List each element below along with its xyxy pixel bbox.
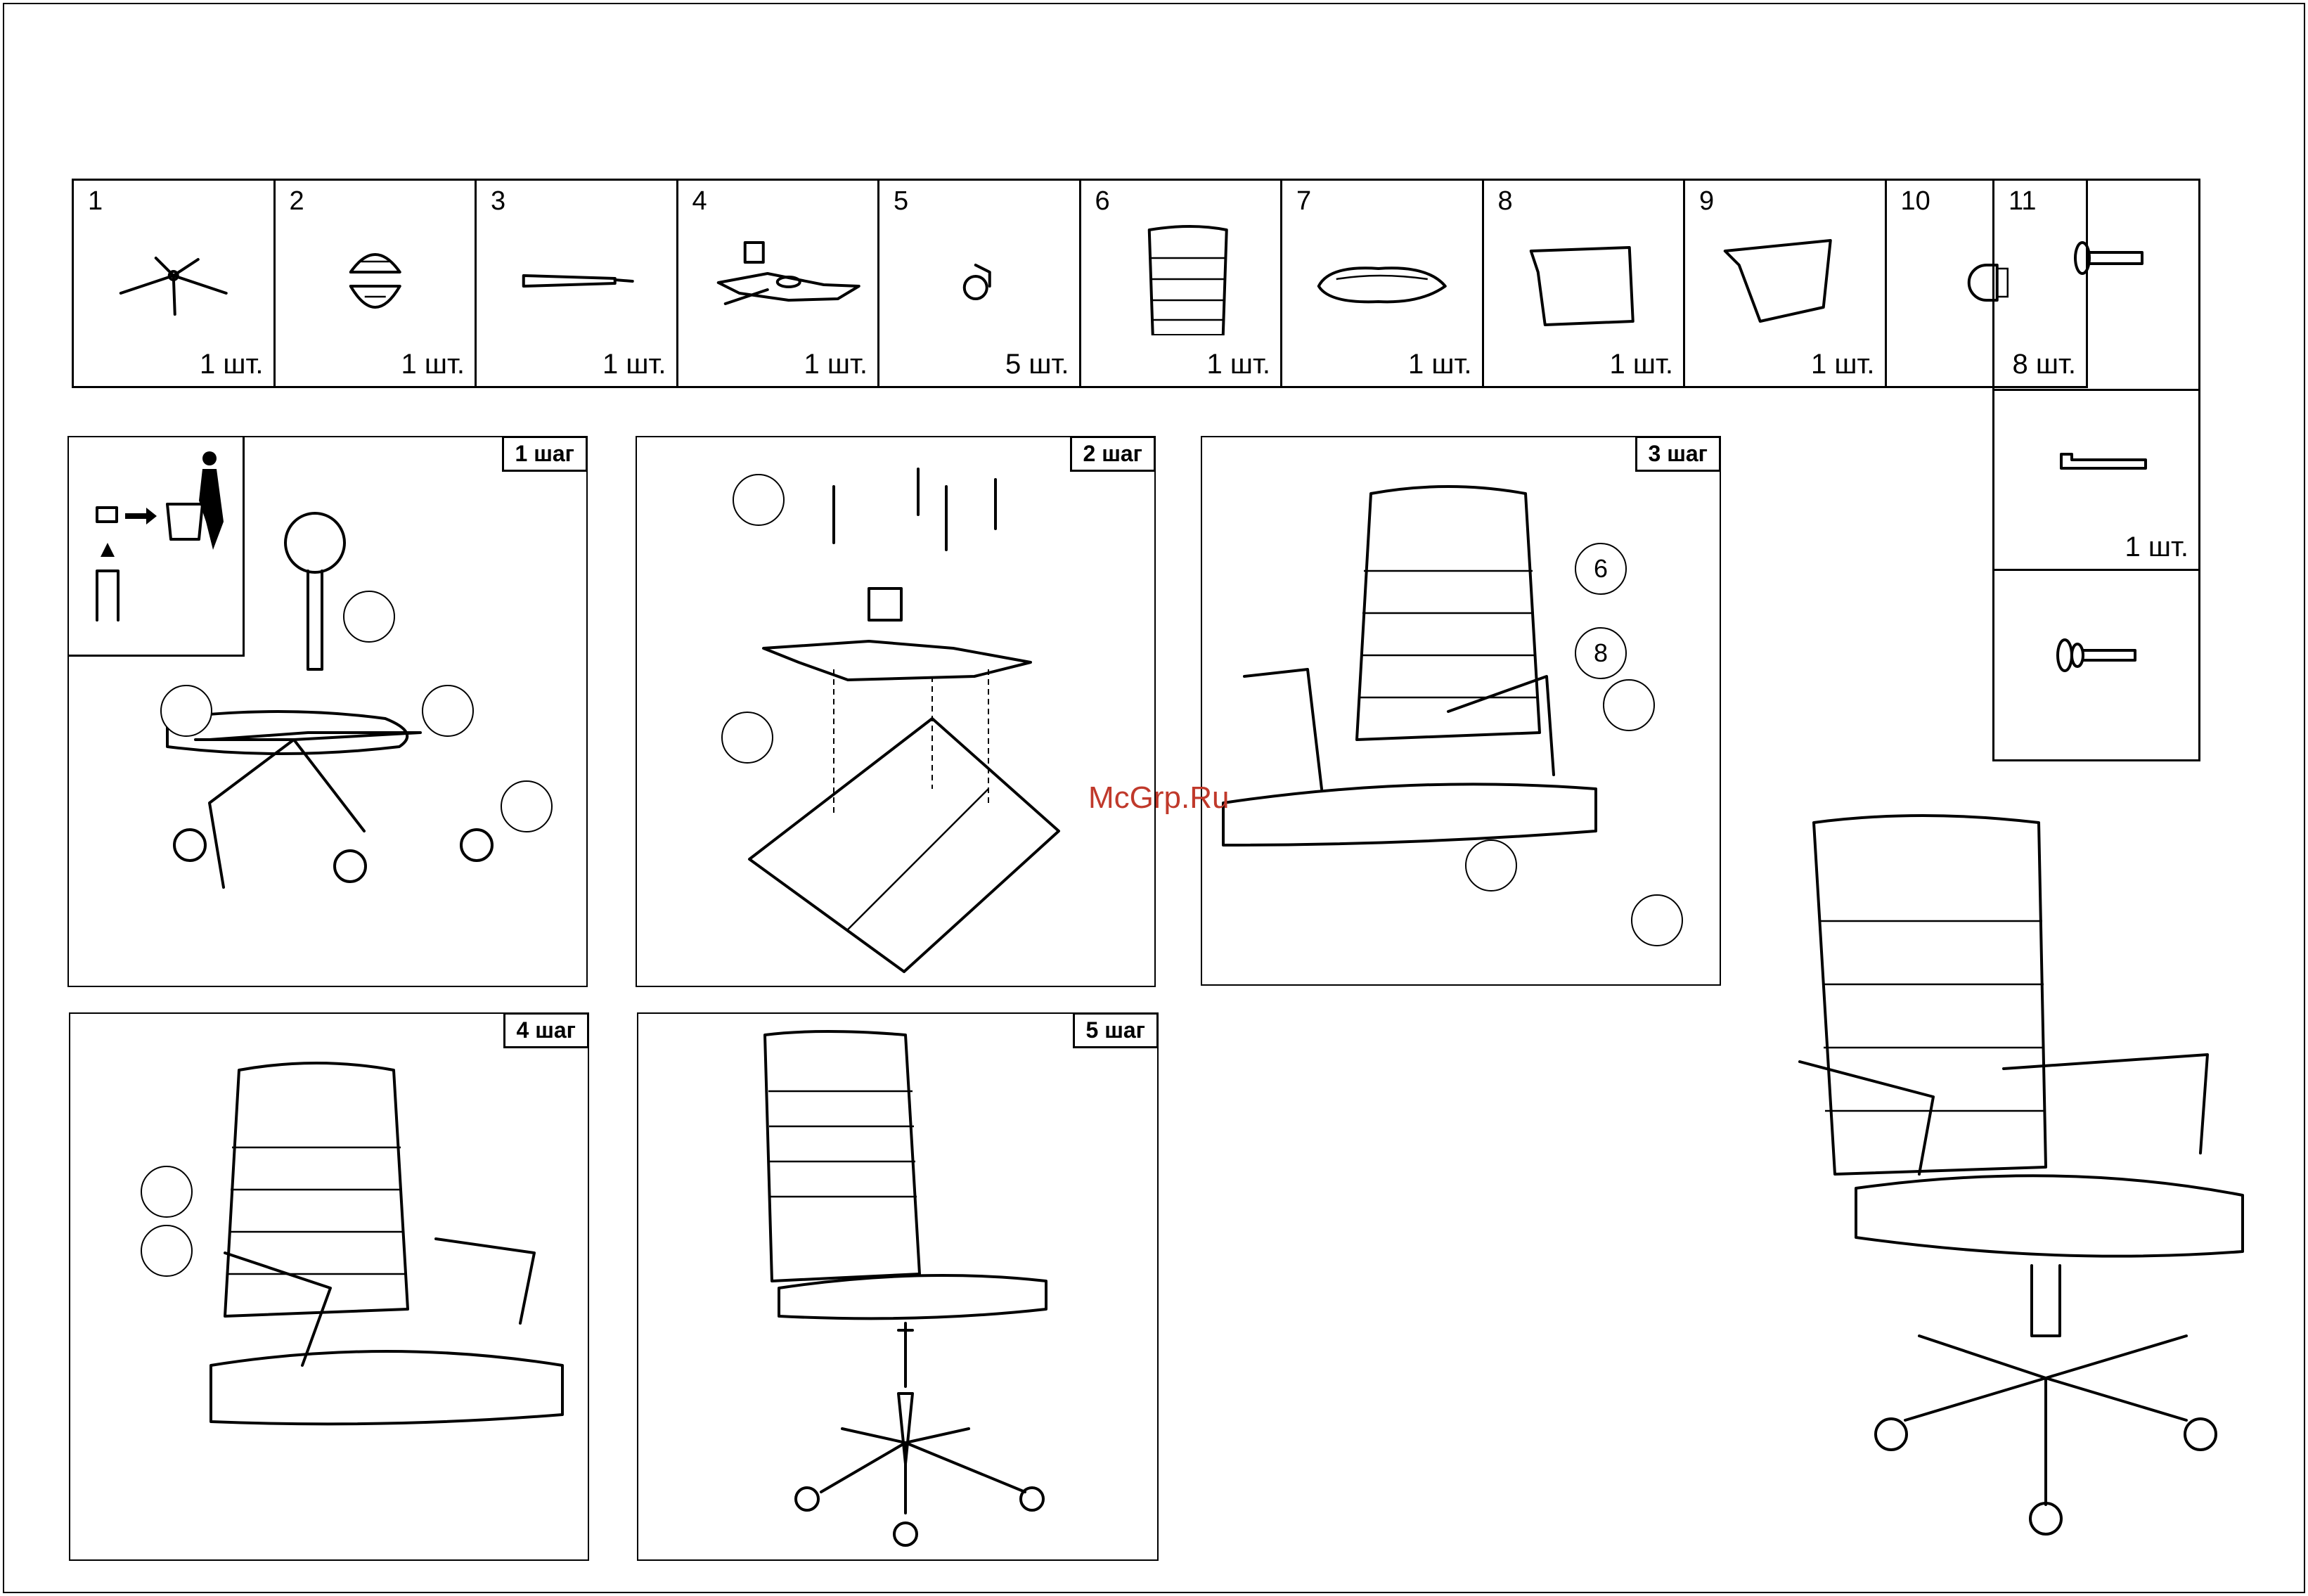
callout-circle: [1631, 894, 1683, 946]
armrest-left-icon: [1484, 209, 1684, 335]
part-cell-2: 2 1 шт.: [276, 181, 477, 386]
caster-icon: [879, 209, 1079, 335]
part-cell-3: 3 1 шт.: [477, 181, 678, 386]
mechanism-assembly-icon: [637, 437, 1154, 986]
part-cell-11: 11 1 шт.: [1992, 179, 2200, 761]
bolt-row: [1994, 569, 2198, 761]
bolt-icon: [1994, 613, 2198, 697]
part-cell-8: 8 1 шт.: [1484, 181, 1686, 386]
callout-circle: [141, 1225, 193, 1277]
step-3-panel: 3 шаг 6 8: [1201, 436, 1721, 986]
part-quantity: 1 шт.: [2125, 532, 2188, 563]
bolt-icon: [1994, 216, 2198, 300]
armrest-right-icon: [1685, 209, 1885, 335]
star-base-icon: [74, 209, 273, 335]
base-cover-icon: [276, 209, 475, 335]
step-5-panel: 5 шаг: [637, 1012, 1159, 1561]
callout-circle: [141, 1166, 193, 1218]
part-cell-6: 6 1 шт.: [1081, 181, 1283, 386]
step-2-panel: 2 шаг: [636, 436, 1156, 987]
part-quantity: 1 шт.: [1811, 349, 1874, 380]
chair-other-armrest-icon: [70, 1014, 588, 1559]
part-cell-9: 9 1 шт.: [1685, 181, 1887, 386]
callout-circle: [733, 474, 785, 526]
seat-icon: [1282, 209, 1482, 335]
hex-key-icon: [1994, 426, 2198, 496]
chair-on-base-icon: [638, 1014, 1157, 1559]
callout-circle: [422, 685, 474, 737]
callout-armrest: 8: [1575, 627, 1627, 679]
part-quantity: 1 шт.: [602, 349, 666, 380]
part-quantity: 1 шт.: [200, 349, 263, 380]
gas-lift-icon: [477, 209, 676, 335]
part-cell-1: 1 1 шт.: [74, 181, 276, 386]
callout-circle: [501, 780, 553, 832]
watermark: McGrp.Ru: [1088, 780, 1229, 816]
part-cell-5: 5 5 шт.: [879, 181, 1081, 386]
callout-circle: [160, 685, 212, 737]
base-assembly-icon: [69, 437, 586, 986]
part-quantity: 1 шт.: [1207, 349, 1270, 380]
part-number: 11: [2009, 186, 2036, 217]
callout-circle: [721, 712, 773, 764]
step-4-panel: 4 шаг: [69, 1012, 589, 1561]
callout-backrest: 6: [1575, 543, 1627, 595]
part-quantity: 1 шт.: [804, 349, 868, 380]
hex-key-row: 1 шт.: [1994, 389, 2198, 569]
assembled-chair-icon: [1779, 802, 2271, 1575]
part-cell-7: 7 1 шт.: [1282, 181, 1484, 386]
part-quantity: 5 шт.: [1005, 349, 1069, 380]
tilt-mechanism-icon: [678, 209, 878, 335]
callout-circle: [1465, 839, 1517, 892]
callout-circle: [343, 591, 395, 643]
backrest-icon: [1081, 209, 1281, 335]
part-quantity: 1 шт.: [1610, 349, 1673, 380]
part-quantity: 1 шт.: [401, 349, 465, 380]
part-cell-4: 4 1 шт.: [678, 181, 880, 386]
parts-table: 1 1 шт. 2 1 шт. 3 1 шт. 4 1 шт.: [72, 179, 2088, 388]
callout-circle: [1603, 679, 1655, 731]
step-1-panel: 1 шаг: [67, 436, 588, 987]
part-quantity: 1 шт.: [1408, 349, 1471, 380]
